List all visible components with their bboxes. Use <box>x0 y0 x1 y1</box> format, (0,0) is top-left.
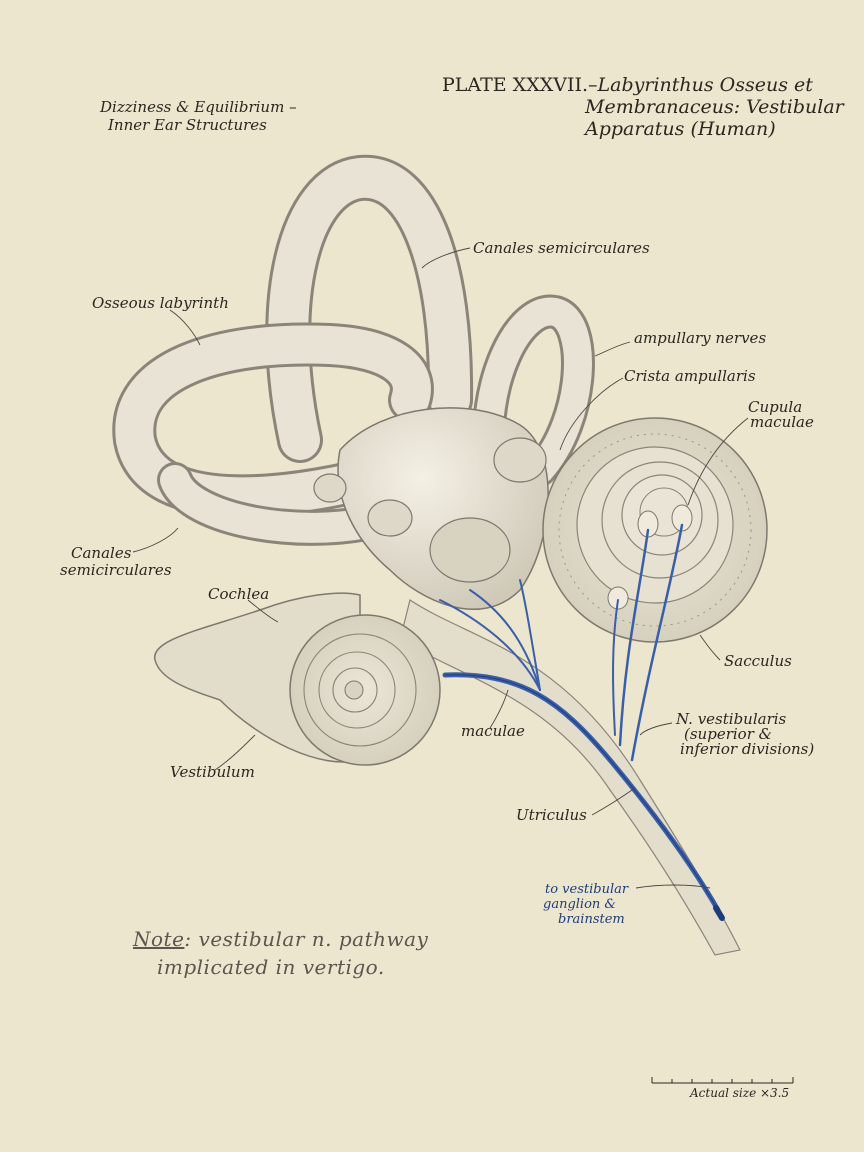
nerve-trunk-sleeve <box>399 599 741 956</box>
label-canales-left-line-1: Canales <box>71 544 132 562</box>
label-maculae: maculae <box>461 722 525 740</box>
plate-title: PLATE XXXVII.–Labyrinthus Osseus et Memb… <box>442 74 844 140</box>
label-canales-left-line-2: semicirculares <box>60 561 172 579</box>
leader-lines <box>132 247 749 889</box>
vestibular-nerve-branches <box>439 523 725 921</box>
label-utriculus: Utriculus <box>516 806 587 824</box>
subject-line-2: Inner Ear Structures <box>108 116 267 134</box>
label-ampullary-nerves: ampullary nerves <box>634 329 767 347</box>
label-cupula-line-2: maculae <box>750 413 814 431</box>
upper-semicircular-canal <box>265 154 474 463</box>
plate-title-line-2: Membranaceus: Vestibular <box>585 96 844 118</box>
plate-title-line-1: Labyrinthus Osseus et <box>597 74 813 96</box>
label-nerve-line-3: inferior divisions) <box>680 740 815 758</box>
label-ganglion-line-1: to vestibular <box>545 882 629 897</box>
scale-label: Actual size ×3.5 <box>690 1086 790 1100</box>
label-cupula-line-1: Cupula <box>748 398 803 416</box>
note-line-1: : vestibular n. pathway <box>184 927 429 951</box>
sacculus-disc <box>542 417 768 643</box>
label-crista-ampullaris: Crista ampullaris <box>624 367 756 385</box>
plate-title-line-3: Apparatus (Human) <box>585 118 776 140</box>
label-ganglion-line-3: brainstem <box>558 912 625 927</box>
label-cochlea: Cochlea <box>208 585 270 603</box>
label-sacculus: Sacculus <box>724 652 792 670</box>
plate-number: PLATE XXXVII.– <box>442 74 598 96</box>
handwritten-note: Note: vestibular n. pathway implicated i… <box>133 925 428 981</box>
note-prefix: Note <box>133 927 185 951</box>
label-canales-semicirculares-top: Canales semicirculares <box>473 239 650 257</box>
label-ganglion-line-2: ganglion & <box>543 897 616 912</box>
subject-line-1: Dizziness & Equilibrium – <box>100 98 297 116</box>
label-osseous-labyrinth: Osseous labyrinth <box>92 294 229 312</box>
cochlea-drawing <box>154 592 441 766</box>
note-line-2: implicated in vertigo. <box>157 955 385 979</box>
label-nerve-line-1: N. vestibularis <box>676 710 787 728</box>
horizontal-semicircular-canal <box>112 322 434 546</box>
label-vestibulum: Vestibulum <box>170 763 255 781</box>
scale-bar <box>651 1077 794 1084</box>
anterior-semicircular-canal <box>471 294 595 487</box>
label-nerve-line-2: (superior & <box>684 725 772 743</box>
subject-heading: Dizziness & Equilibrium – Inner Ear Stru… <box>100 98 297 134</box>
